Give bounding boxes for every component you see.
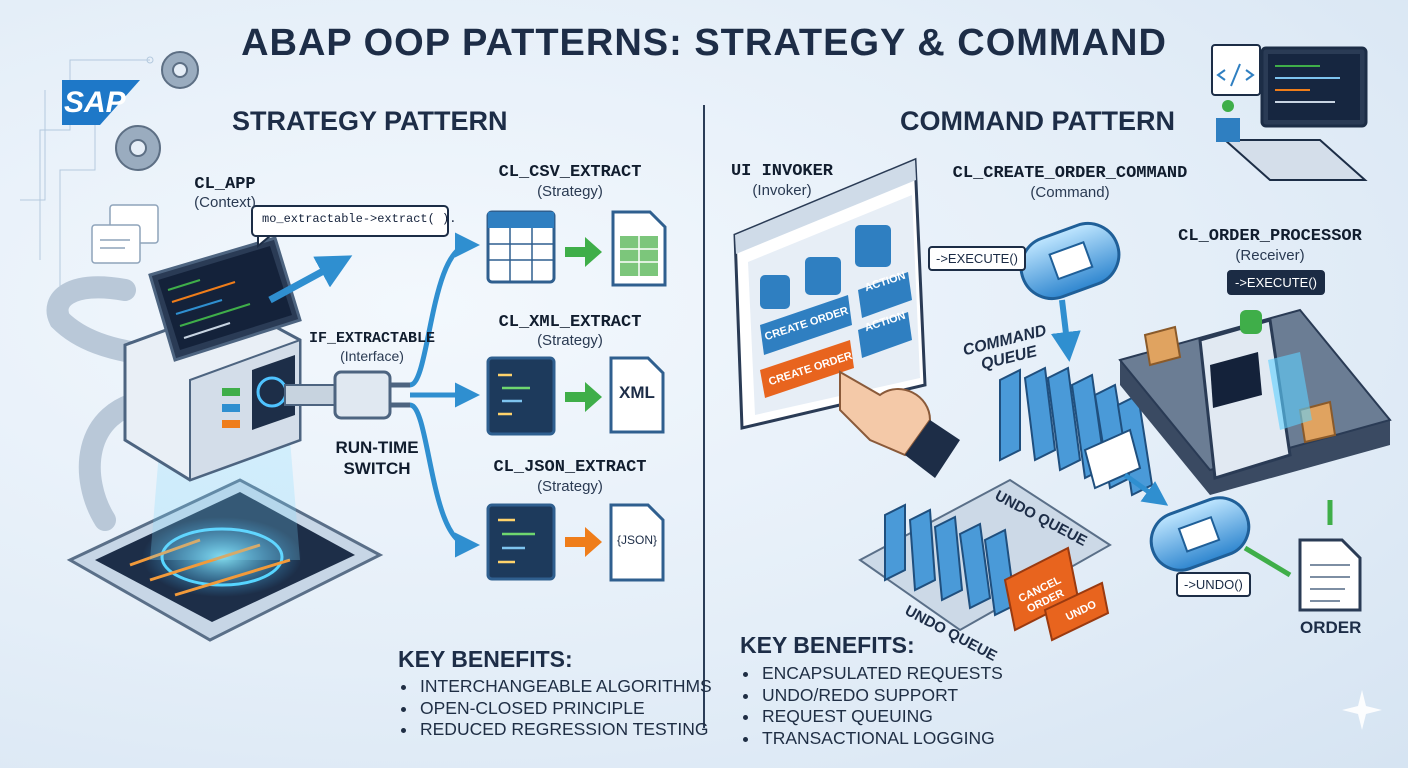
xml-strategy-icon [486,356,665,436]
command-benefit-item: TRANSACTIONAL LOGGING [760,728,1003,750]
strategy-benefits-list: INTERCHANGEABLE ALGORITHMS OPEN-CLOSED P… [398,676,712,741]
strategy-benefit-item: INTERCHANGEABLE ALGORITHMS [418,676,712,698]
invoker-window [733,157,927,430]
command-benefits-list: ENCAPSULATED REQUESTS UNDO/REDO SUPPORT … [740,663,1003,749]
order-label: ORDER [1300,618,1362,637]
context-name: CL_APP [194,175,256,194]
undo-capsule [1149,496,1251,572]
command-to-queue-arrow [1050,299,1081,362]
extract-arrow [268,255,353,304]
context-role: (Context) [194,194,256,211]
strategy-benefits-heading: KEY BENEFITS: [398,646,573,672]
gear-icon [161,51,199,89]
strategy-arrows [408,232,480,558]
runtime-switch-label: RUN-TIME SWITCH [335,438,419,478]
command-benefit-item: REQUEST QUEUING [760,706,1003,728]
command-heading: COMMAND PATTERN [900,106,1175,136]
undo-tag: ->UNDO() [1176,572,1251,597]
json-strategy-role: (Strategy) [537,478,603,495]
xml-file-label: XML [619,383,655,402]
csv-strategy-icon [486,210,667,287]
context-machine [46,236,384,642]
json-file-label: {JSON} [616,533,658,547]
json-strategy-name: CL_JSON_EXTRACT [493,458,647,477]
receiver-role: (Receiver) [1235,247,1305,264]
invoker-role: (Invoker) [752,182,812,199]
code-bubble [251,205,449,249]
command-name: CL_CREATE_ORDER_COMMAND [952,164,1188,183]
interface-plug [284,370,410,420]
strategy-benefit-item: REDUCED REGRESSION TESTING [418,719,712,741]
pointing-hand [839,370,960,478]
strategy-benefit-item: OPEN-CLOSED PRINCIPLE [418,698,712,720]
sap-logo-text: SAP [64,86,126,119]
invoker-name: UI INVOKER [730,162,834,181]
order-document-icon [1298,538,1362,612]
computer-illustration [1211,44,1368,181]
command-benefits-heading: KEY BENEFITS: [740,632,915,658]
sparkle-icon [1342,690,1382,730]
order-processor-machine [1118,308,1392,495]
gear-icon-2 [115,125,161,171]
json-strategy-icon [486,503,665,582]
command-benefit-item: ENCAPSULATED REQUESTS [760,663,1003,685]
receiver-name: CL_ORDER_PROCESSOR [1178,227,1362,246]
csv-strategy-role: (Strategy) [537,183,603,200]
command-role: (Command) [1030,184,1110,201]
csv-strategy-name: CL_CSV_EXTRACT [498,163,642,182]
command-benefit-item: UNDO/REDO SUPPORT [760,685,1003,707]
xml-strategy-name: CL_XML_EXTRACT [498,313,642,332]
page-title: ABAP OOP PATTERNS: STRATEGY & COMMAND [241,22,1167,64]
queue-to-undo-arrow [1123,472,1169,506]
window-icon [91,204,159,264]
sap-logo [62,80,140,125]
extract-call-code: mo_extractable->extract( ). [262,212,457,226]
undo-queue-tray [858,478,1112,642]
command-capsule [1019,222,1121,300]
strategy-heading: STRATEGY PATTERN [232,106,508,136]
undo-to-order-arrow [1243,545,1292,578]
receiver-execute-tag: ->EXECUTE() [1227,270,1325,295]
interface-name: IF_EXTRACTABLE [308,330,436,347]
interface-role: (Interface) [340,348,404,364]
xml-strategy-role: (Strategy) [537,332,603,349]
execute-tag: ->EXECUTE() [928,246,1026,271]
